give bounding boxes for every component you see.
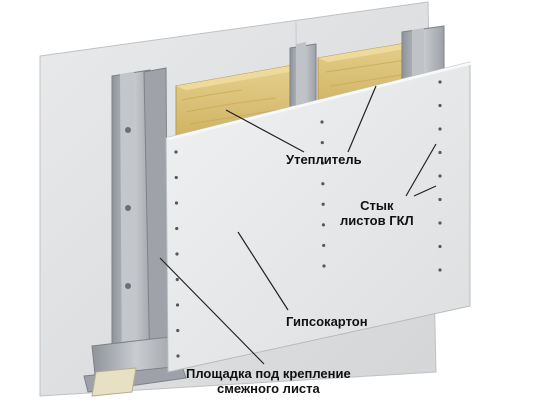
screw-dot — [174, 175, 178, 180]
label-joint: Стык листов ГКЛ — [340, 198, 414, 228]
screw-dot — [320, 120, 324, 124]
screw-row-middle — [320, 120, 326, 268]
screw-dot — [176, 328, 180, 333]
screw-dot — [321, 223, 326, 227]
label-joint-line1: Стык — [360, 198, 394, 213]
screw-dot — [176, 354, 180, 358]
screw-dot — [438, 197, 442, 202]
leader-insulation-2 — [347, 85, 377, 153]
screw-dot — [175, 277, 179, 282]
screw-dot — [175, 252, 179, 256]
screw-dot — [438, 221, 442, 225]
label-insulation: Утеплитель — [286, 152, 362, 167]
screw-dot — [320, 161, 325, 165]
leader-lines — [159, 85, 437, 365]
screw-dot — [321, 182, 325, 186]
label-pad-line1: Площадка под крепление — [186, 366, 351, 381]
leader-joint-2 — [413, 185, 437, 197]
label-mounting-pad: Площадка под крепление смежного листа — [186, 366, 351, 396]
screw-dot — [174, 201, 179, 205]
screw-row-left — [174, 150, 180, 358]
leader-pad — [159, 257, 265, 365]
label-joint-line2: листов ГКЛ — [340, 213, 414, 228]
screw-dot — [438, 174, 442, 178]
leader-joint — [405, 143, 437, 197]
front-gypsum-board — [165, 61, 474, 373]
screw-dot — [322, 243, 326, 248]
screw-dot — [175, 226, 179, 231]
screw-dot — [438, 127, 442, 131]
leader-insulation — [225, 109, 305, 153]
leader-drywall — [237, 231, 289, 311]
screw-dot — [438, 150, 442, 155]
screw-dot — [321, 202, 325, 206]
screw-dot — [438, 268, 442, 272]
screw-dot — [438, 103, 442, 108]
screw-dot — [438, 244, 442, 249]
floor-track-profile — [83, 335, 187, 397]
screw-row-right — [438, 80, 442, 272]
screw-dot — [175, 303, 180, 307]
screw-dot — [174, 150, 178, 154]
metal-stud-left — [111, 67, 169, 385]
label-pad-line2: смежного листа — [216, 381, 320, 396]
label-drywall: Гипсокартон — [286, 314, 368, 329]
screw-dot — [438, 80, 442, 84]
screw-dot — [320, 140, 324, 145]
screw-dot — [322, 264, 326, 268]
